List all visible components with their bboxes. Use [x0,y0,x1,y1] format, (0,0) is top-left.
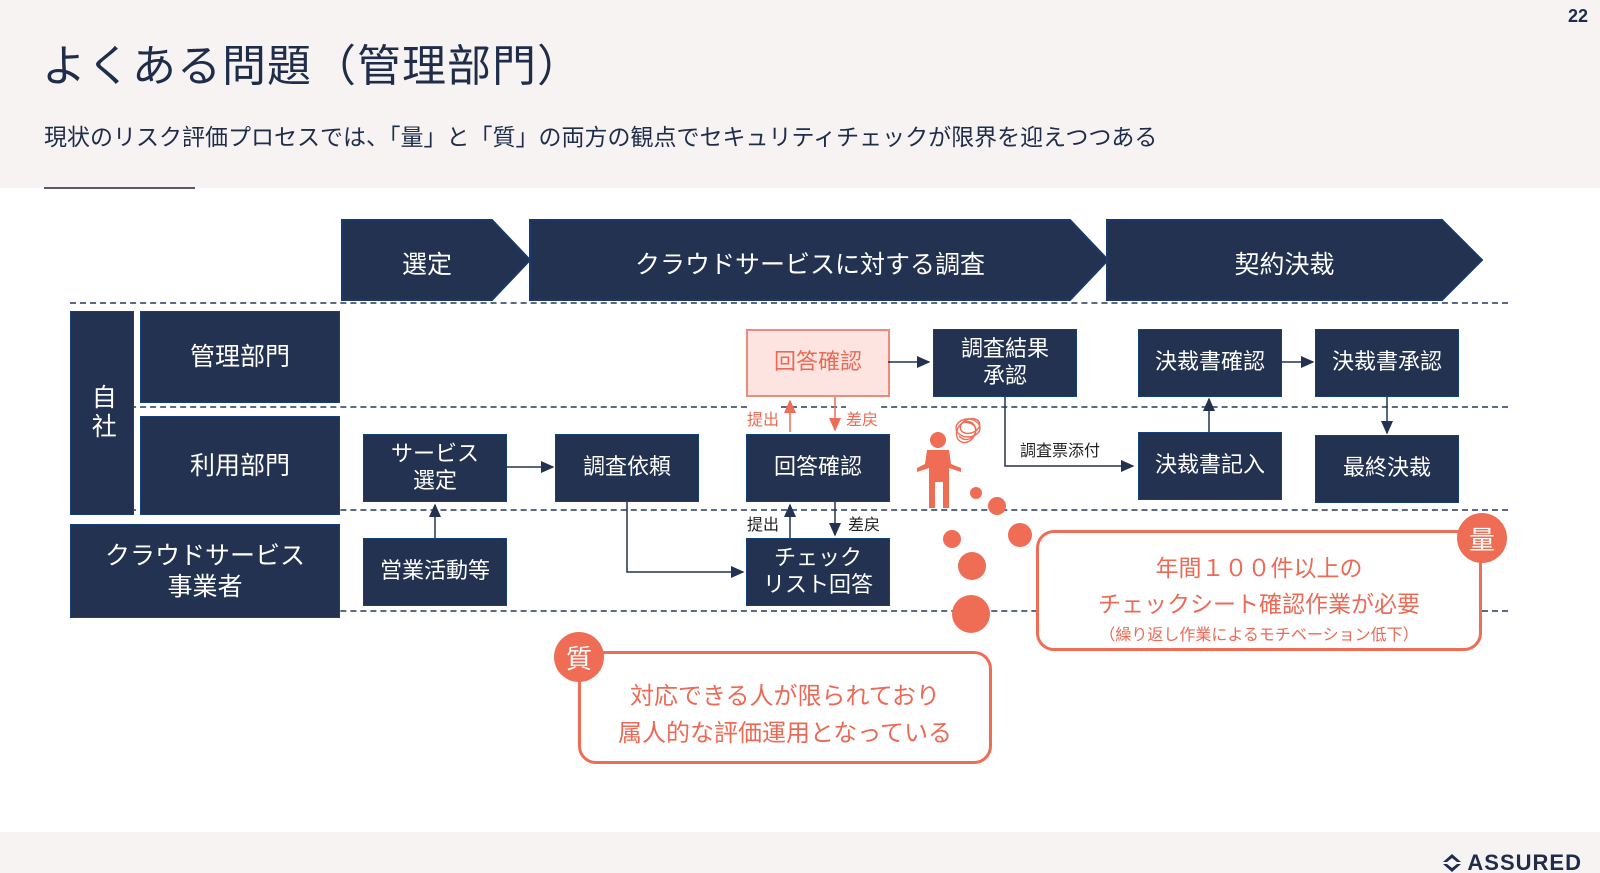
step-approval-doc-fill: 決裁書記入 [1138,432,1282,500]
bubble-dot [988,497,1006,515]
phase-select: 選定 [401,250,452,279]
badge-quantity: 量 [1457,513,1507,563]
title-underline [44,187,195,189]
confused-person-icon [917,417,981,508]
lane-admin: 管理部門 [140,311,340,403]
step-service-select-line2: 選定 [412,469,457,494]
arrow-request-to-checklist [626,502,745,578]
label-return-lower: 差戻 [848,511,881,535]
label-attach-survey: 調査票添付 [1020,441,1101,460]
lane-user: 利用部門 [140,416,340,515]
callout-quantity-line1: 年間１００件以上の [1155,556,1363,582]
lane-divider-top [70,302,1508,304]
step-checklist-line2: リスト回答 [762,573,873,598]
lane-group-label: 自社 [88,384,118,442]
footer-band [0,832,1600,873]
page-number: 22 [1567,6,1588,26]
step-checklist-line1: チェック [773,545,862,571]
bubble-dot [970,487,982,499]
phase-survey: クラウドサービスに対する調査 [634,250,985,279]
callout-quantity-line2: チェックシート確認作業が必要 [1098,592,1420,618]
step-survey-request: 調査依頼 [555,434,699,502]
step-approval-doc-check: 決裁書確認 [1138,329,1282,397]
bubble-dot [1008,523,1032,547]
lane-vendor-line2: 事業者 [167,572,243,601]
step-user-answer-check: 回答確認 [746,434,890,502]
bubble-dot [952,595,990,633]
callout-quantity: 年間１００件以上の チェックシート確認作業が必要 （繰り返し作業によるモチベーシ… [1036,530,1482,651]
assured-logo-text: ASSURED [1467,850,1582,873]
header-band [0,0,1600,188]
assured-logo-icon [1443,854,1462,872]
callout-quantity-line3: （繰り返し作業によるモチベーション低下） [1099,625,1419,644]
step-approval-doc-approve: 決裁書承認 [1315,329,1459,397]
step-result-approval-line1: 調査結果 [960,336,1049,362]
lane-divider-bottom [70,610,1508,612]
lane-group-own-company: 自社 [70,311,134,515]
step-admin-answer-check: 回答確認 [746,329,890,397]
callout-quality-line2: 属人的な評価運用となっている [617,719,953,747]
step-result-approval-line2: 承認 [982,364,1027,389]
bubble-dot [943,530,961,548]
assured-logo: ASSURED [1440,850,1582,873]
page-title: よくある問題（管理部門） [42,41,582,92]
lane-vendor-line1: クラウドサービス [104,540,305,570]
step-service-select: サービス 選定 [363,434,507,502]
tangle-icon [955,417,981,444]
lane-divider-admin-user [70,406,1508,408]
label-return-upper: 差戻 [846,406,879,430]
bubble-dot [958,552,986,580]
callout-quality-line1: 対応できる人が限られており [629,682,941,710]
page-subtitle: 現状のリスク評価プロセスでは、「量」と「質」の両方の観点でセキュリティチェックが… [44,125,1158,151]
phase-contract: 契約決裁 [1234,250,1335,279]
lane-vendor: クラウドサービス 事業者 [70,524,340,618]
step-checklist-answer: チェック リスト回答 [746,538,890,606]
badge-quality: 質 [554,632,604,682]
label-submit-lower: 提出 [747,511,780,535]
label-submit-upper: 提出 [747,406,780,430]
callout-quality: 対応できる人が限られており 属人的な評価運用となっている [578,651,992,764]
step-result-approval: 調査結果 承認 [933,329,1077,397]
step-sales-activity: 営業活動等 [363,538,507,606]
step-service-select-line1: サービス [390,441,479,467]
step-final-approval: 最終決裁 [1315,435,1459,503]
